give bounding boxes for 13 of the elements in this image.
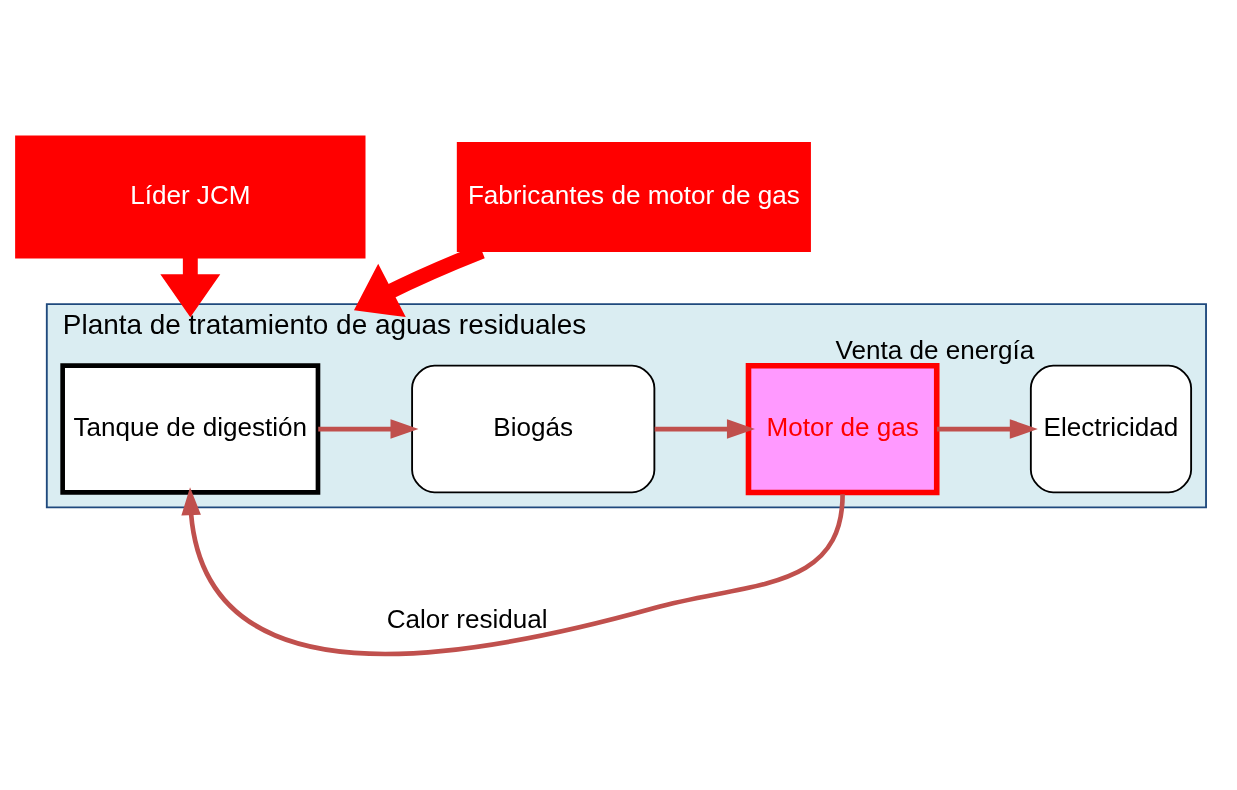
node-box: Tanque de digestión [60,362,321,495]
arrow [160,257,221,317]
node-box: Fabricantes de motor de gas [456,141,811,252]
arrow [654,418,755,439]
arrow [181,486,845,656]
node-box: Motor de gas [745,362,940,495]
arrow [318,418,419,439]
node-box: Electricidad [1029,364,1193,493]
node-box: Biogás [411,364,656,493]
node-box: Líder JCM [15,135,366,259]
arrow [936,418,1038,439]
edge-label: Calor residual [386,603,548,634]
node-label: Venta de energía [835,334,1035,365]
